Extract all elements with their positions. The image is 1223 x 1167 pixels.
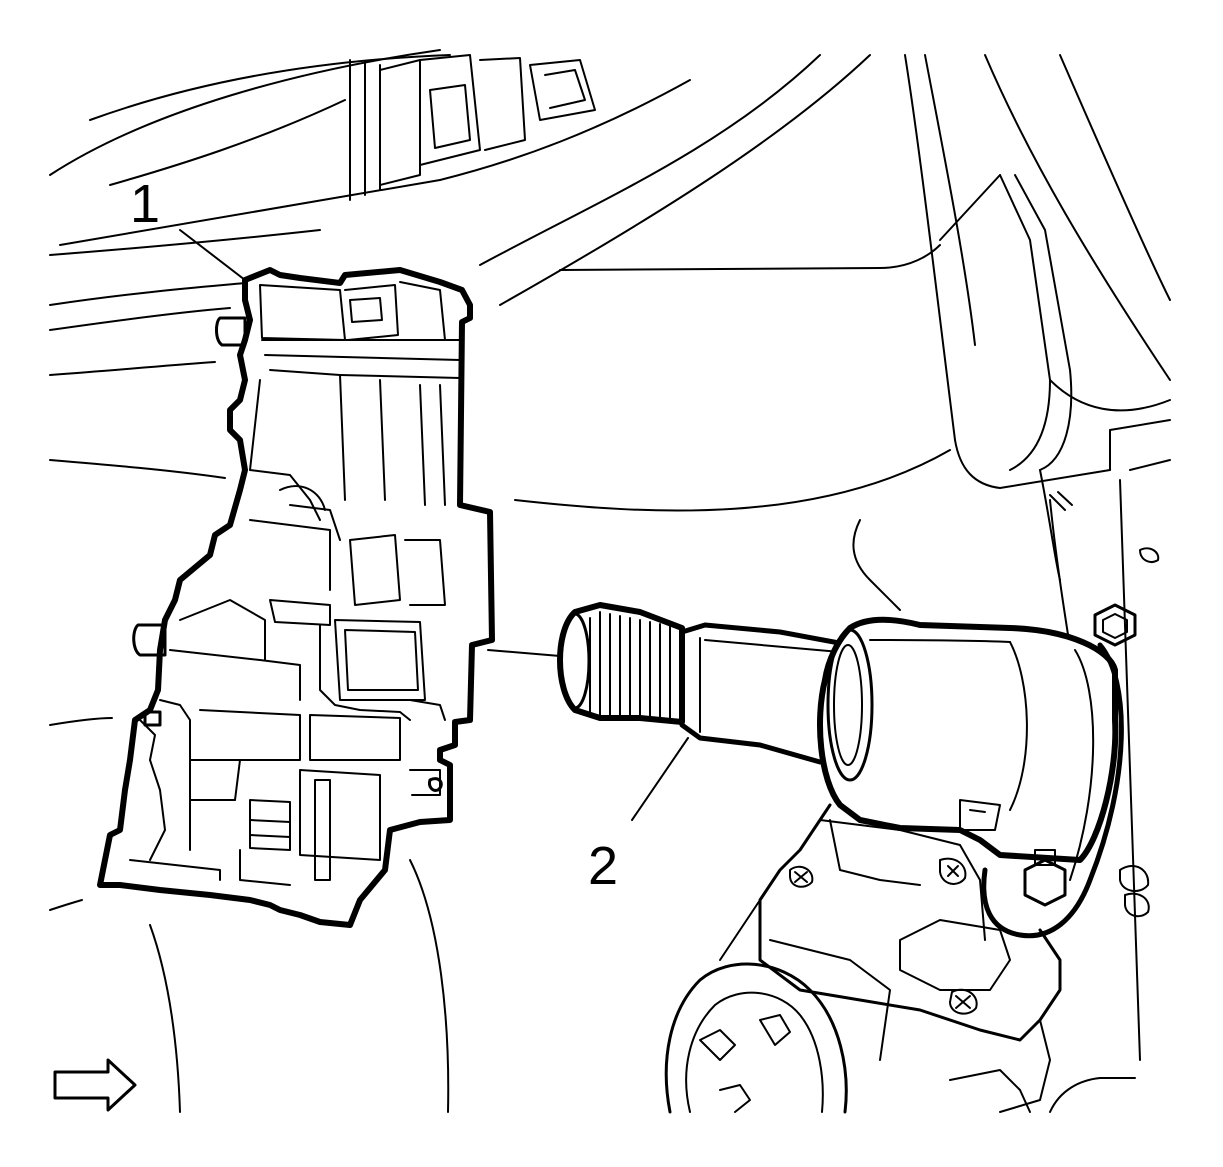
callout-leaders: [179, 229, 689, 821]
callout-1: 1: [130, 174, 160, 234]
leader-line-1: [179, 229, 246, 281]
callout-2: 2: [588, 836, 618, 896]
shaft-component: [557, 602, 1150, 1114]
housing-component: [97, 267, 495, 928]
alignment-line: [487, 649, 561, 657]
leader-line-2: [631, 737, 689, 821]
arrow-right-icon: [53, 1058, 137, 1112]
